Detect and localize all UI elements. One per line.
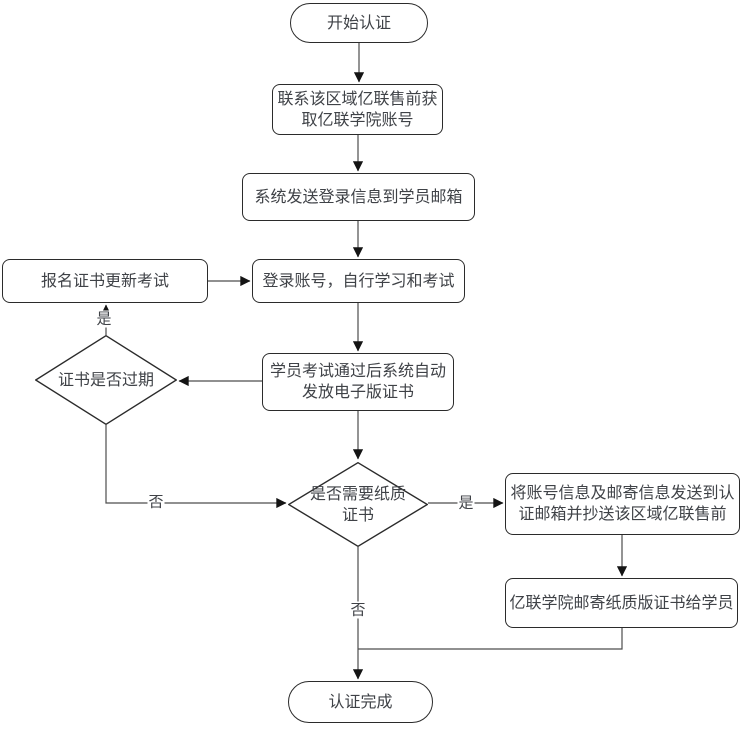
edge-expired-no-to-paper-decision <box>105 425 287 509</box>
node-register-renewal-exam: 报名证书更新考试 <box>2 259 208 303</box>
decision-need-paper-cert-label: 是否需要纸质 证书 <box>309 485 406 524</box>
node-decision-need-paper-cert: 是否需要纸质 证书 <box>288 462 428 547</box>
node-mail-paper-cert: 亿联学院邮寄纸质版证书给学员 <box>505 578 738 628</box>
node-auto-issue-ecert: 学员考试通过后系统自动 发放电子版证书 <box>262 353 454 411</box>
node-decision-cert-expired: 证书是否过期 <box>35 335 177 425</box>
label-expired-no: 否 <box>147 493 165 511</box>
diamond-shape <box>35 335 177 425</box>
node-contact-presales: 联系该区域亿联售前获 取亿联学院账号 <box>272 84 443 135</box>
label-paper-yes: 是 <box>457 494 475 512</box>
node-send-mailing-info: 将账号信息及邮寄信息发送到认 证邮箱并抄送该区域亿联售前 <box>505 473 740 535</box>
label-expired-yes: 是 <box>95 310 113 328</box>
edge-mailcert-to-end <box>358 628 623 650</box>
node-login-study-exam: 登录账号，自行学习和考试 <box>252 259 465 303</box>
node-end: 认证完成 <box>288 681 433 723</box>
decision-cert-expired-label: 证书是否过期 <box>57 371 154 389</box>
node-start: 开始认证 <box>290 3 428 43</box>
node-system-send-login: 系统发送登录信息到学员邮箱 <box>242 173 475 221</box>
diamond-shape <box>288 462 428 547</box>
label-paper-no: 否 <box>349 601 367 619</box>
